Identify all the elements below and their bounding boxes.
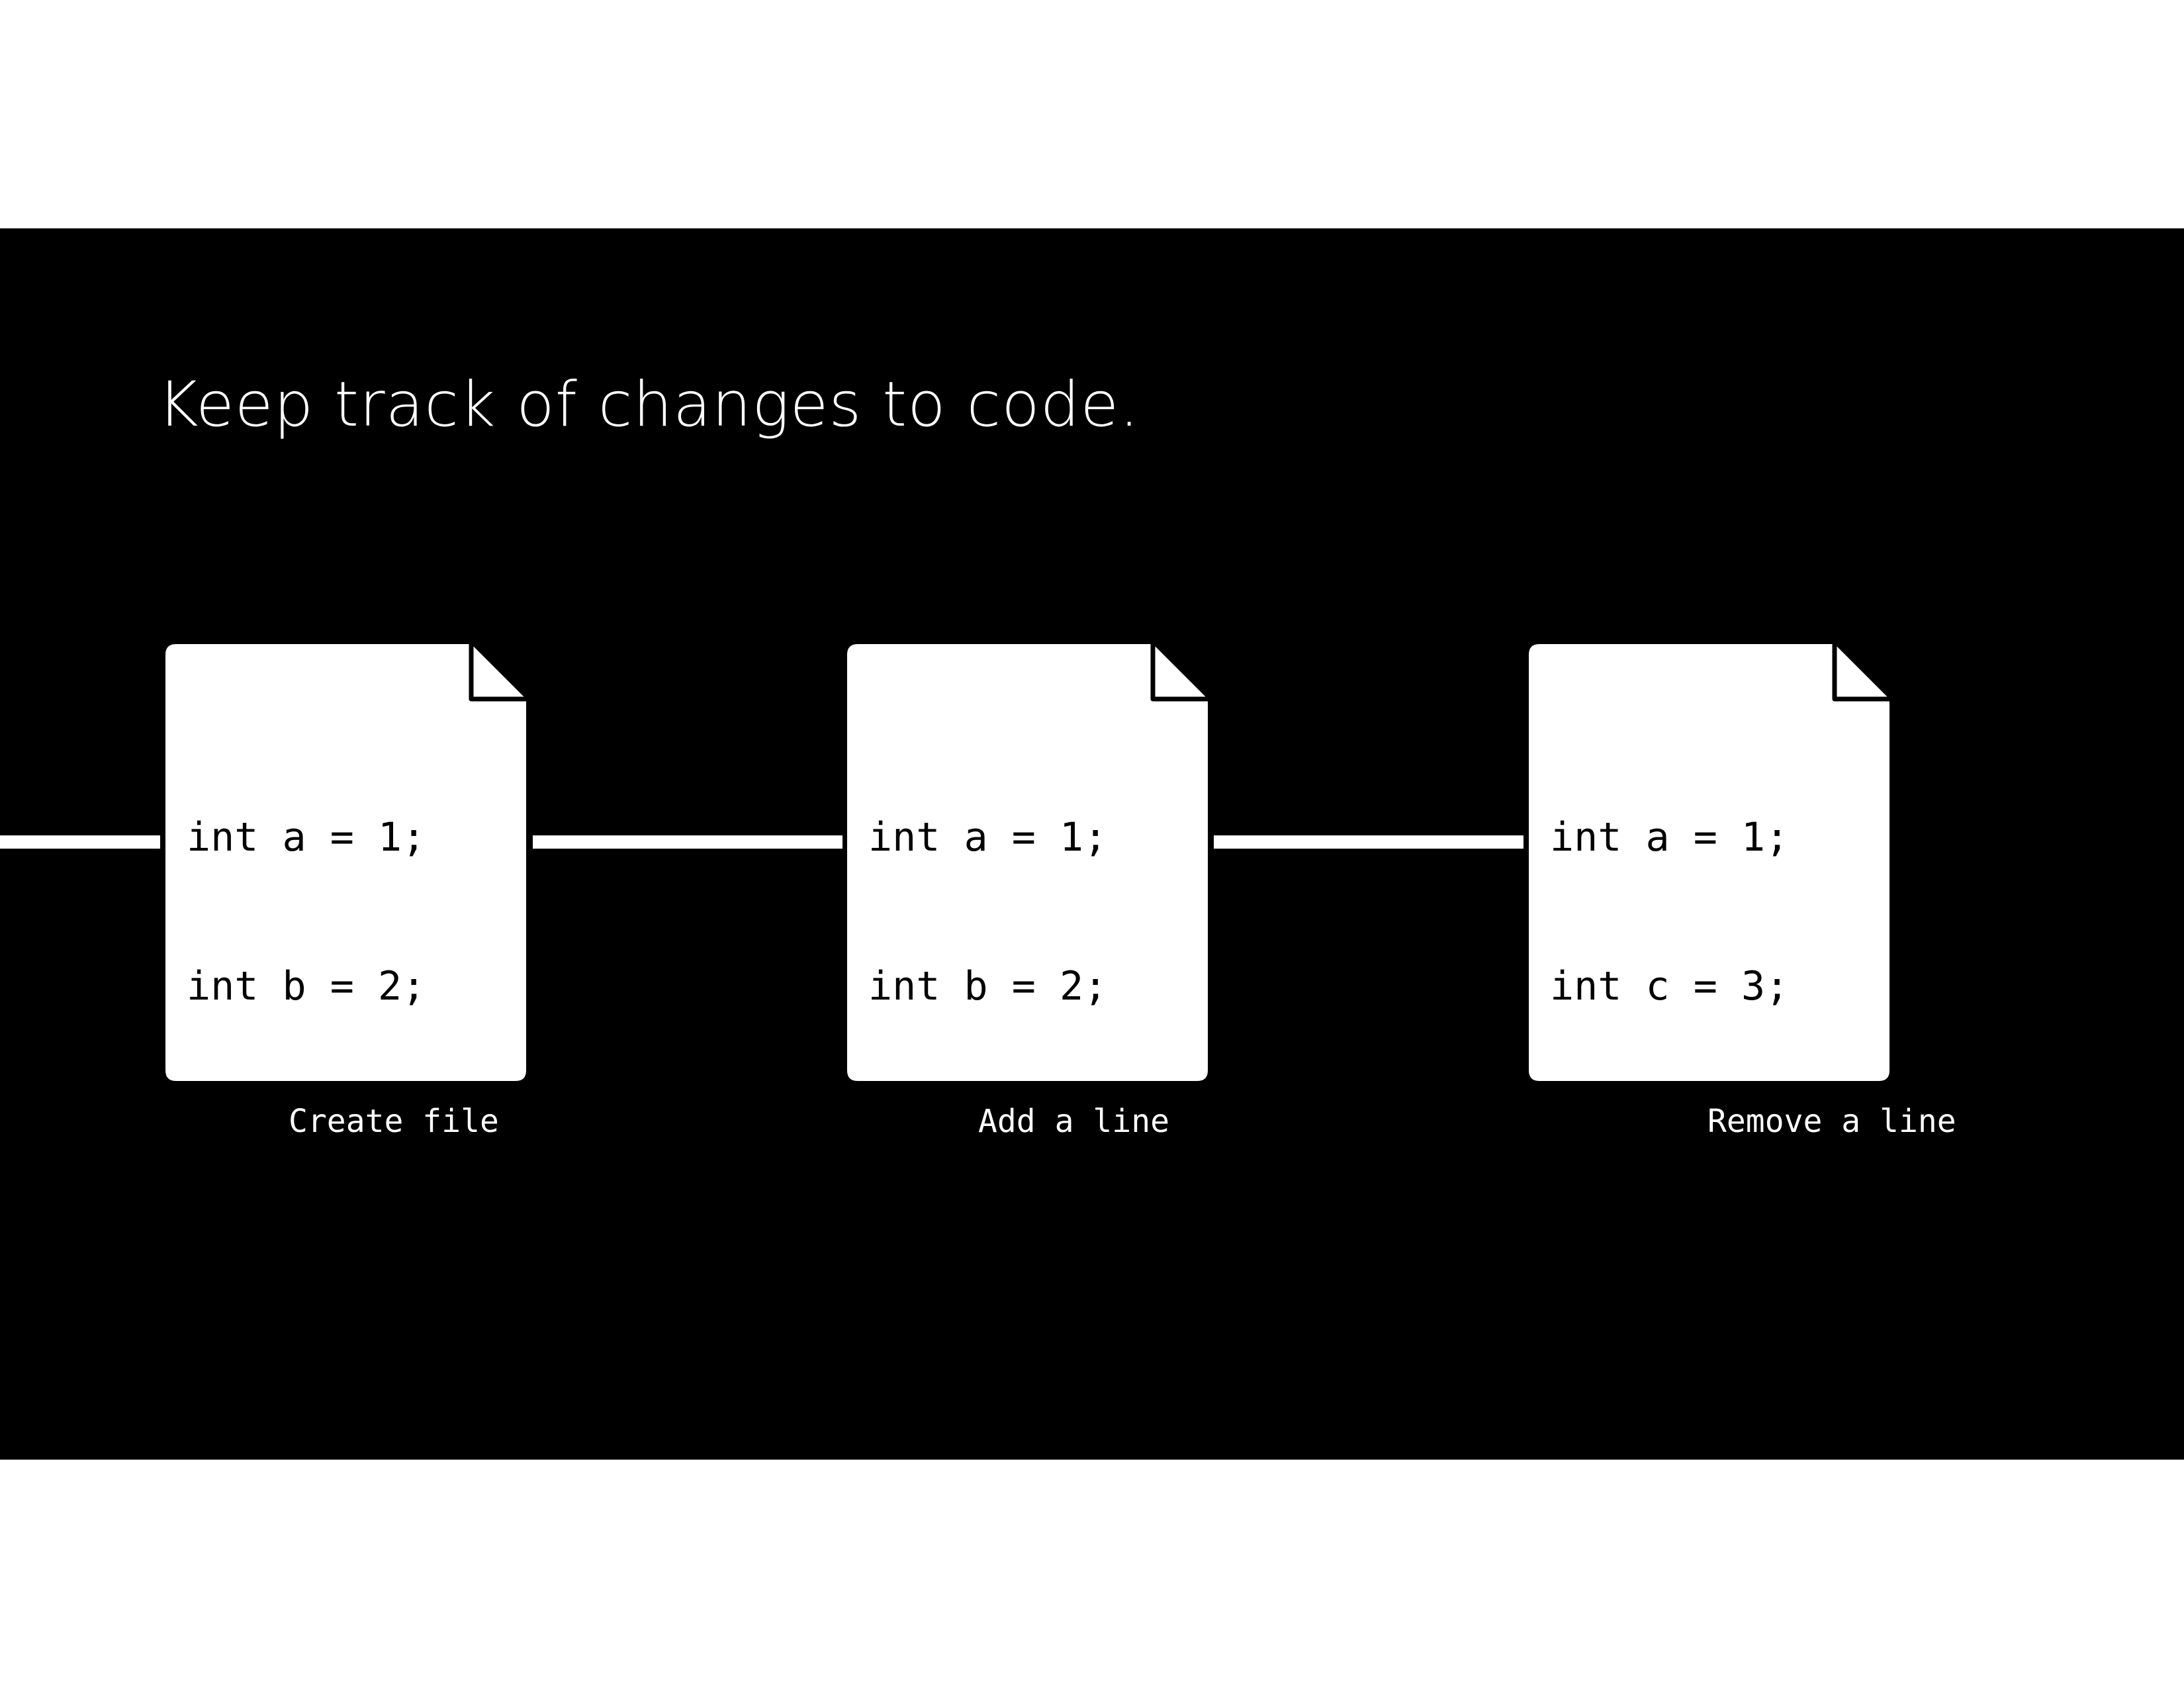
step-label-remove-line: Remove a line [1707, 1103, 1956, 1140]
document-remove-line: int a = 1; int c = 3; int d = 4; [1529, 644, 1889, 1158]
document-icon [1529, 644, 1889, 1081]
code-line: int c = 3; [868, 1112, 1108, 1158]
code-line: int b = 2; [868, 963, 1108, 1009]
document-create-file: int a = 1; int b = 2; int c = 3; [165, 644, 526, 1158]
step-label-add-line: Add a line [978, 1103, 1169, 1140]
code-block: int a = 1; int c = 3; int d = 4; [1550, 714, 1789, 1260]
code-line: int d = 4; [868, 1261, 1108, 1307]
code-line: int d = 4; [1550, 1112, 1790, 1158]
slide-title: Keep track of changes to code. [158, 369, 1140, 441]
timeline-connector [1214, 835, 1524, 849]
code-line: int b = 2; [187, 963, 426, 1009]
code-block: int a = 1; int b = 2; int c = 3; [187, 714, 426, 1260]
code-line: int a = 1; [868, 814, 1108, 861]
timeline-connector [533, 835, 842, 849]
code-line: int c = 3; [1550, 963, 1790, 1009]
slide: Keep track of changes to code. int a = 1… [0, 228, 2184, 1460]
code-line: int a = 1; [1550, 814, 1790, 861]
code-block: int a = 1; int b = 2; int c = 3; int d =… [868, 714, 1107, 1409]
code-line: int c = 3; [187, 1112, 426, 1158]
code-line: int a = 1; [187, 814, 426, 861]
document-icon [847, 644, 1208, 1081]
timeline-connector [0, 835, 160, 849]
step-label-create-file: Create file [289, 1103, 499, 1140]
document-icon [165, 644, 526, 1081]
document-add-line: int a = 1; int b = 2; int c = 3; int d =… [847, 644, 1208, 1307]
